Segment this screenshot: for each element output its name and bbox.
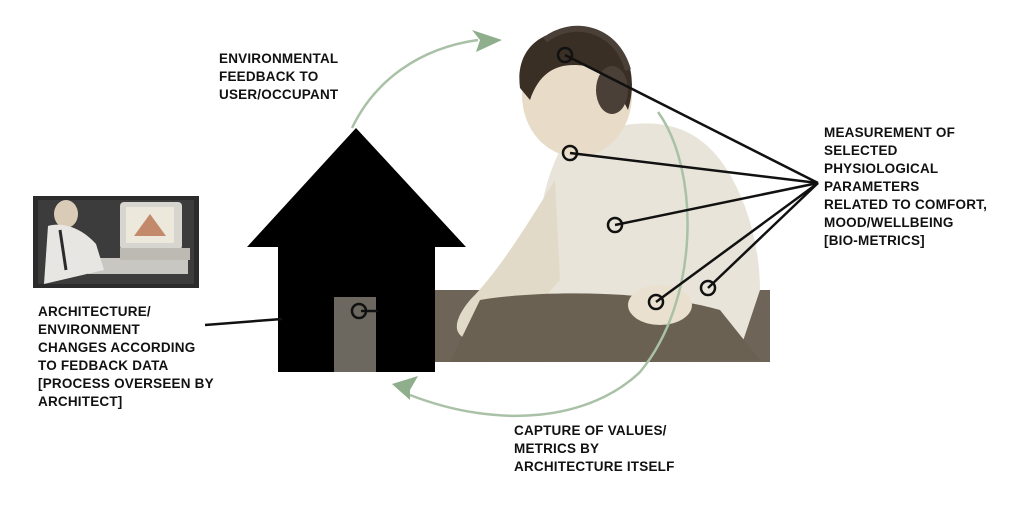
occupant-photo xyxy=(432,25,770,362)
cycle-arrowhead-top xyxy=(472,30,502,52)
architecture-changes-label: ARCHITECTURE/ ENVIRONMENT CHANGES ACCORD… xyxy=(38,304,214,409)
cycle-arrow-icon xyxy=(350,38,689,418)
environmental-feedback-label: ENVIRONMENTAL FEEDBACK TO USER/OCCUPANT xyxy=(219,51,339,102)
cycle-arrowhead-bottom xyxy=(392,376,418,400)
sensor-node-icon xyxy=(350,46,717,320)
capture-label: CAPTURE OF VALUES/ METRICS BY ARCHITECTU… xyxy=(514,423,675,474)
measurement-label: MEASUREMENT OF SELECTED PHYSIOLOGICAL PA… xyxy=(824,125,988,248)
house-icon xyxy=(247,128,466,372)
connector-lines xyxy=(204,53,819,327)
architect-computer-photo xyxy=(33,196,199,288)
